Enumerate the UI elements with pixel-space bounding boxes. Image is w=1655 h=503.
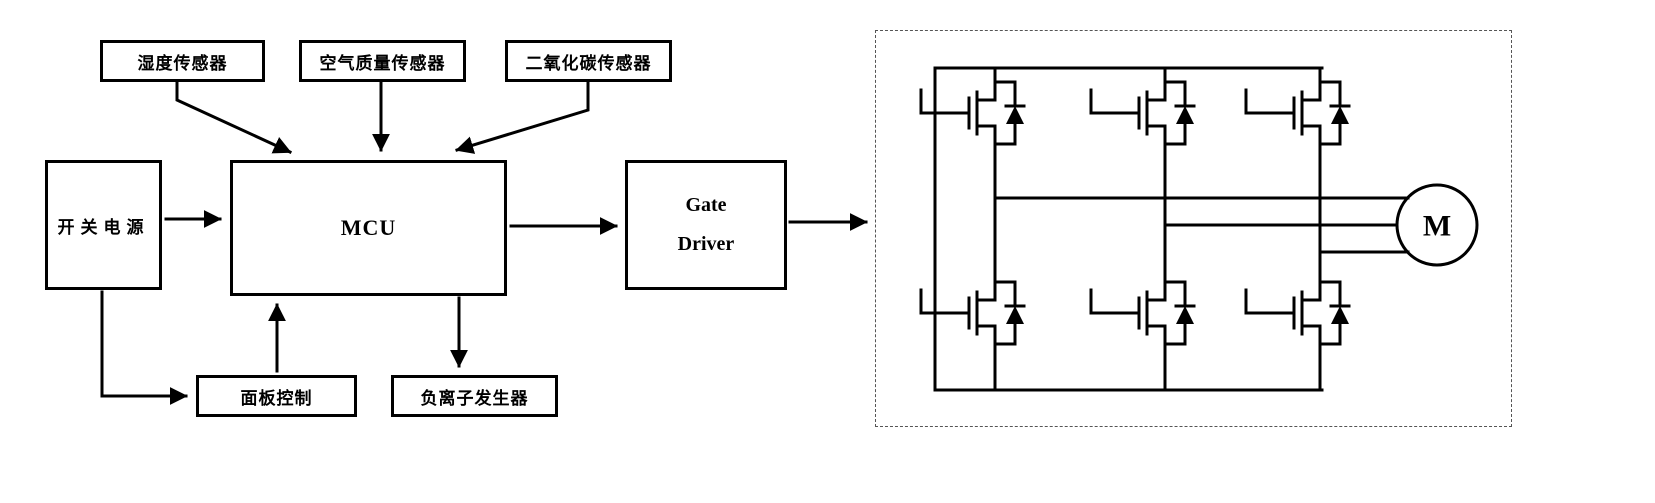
motor-label: M <box>1423 210 1451 243</box>
mosfet-icon-top-2 <box>1089 66 1196 160</box>
mosfet-icon-bottom-3 <box>1244 266 1351 360</box>
arrow-humidity-to-mcu <box>175 80 292 154</box>
co2-sensor-label: 二氧化碳传感器 <box>525 53 652 73</box>
panel-control-label: 面板控制 <box>240 388 313 408</box>
air-quality-sensor-label: 空气质量传感器 <box>319 53 446 73</box>
mosfet-icon-bottom-2 <box>1089 266 1196 360</box>
mosfet-icon-top-3 <box>1244 66 1351 160</box>
mcu-box: MCU <box>230 160 507 296</box>
gate-driver-box: Gate Driver <box>625 160 787 290</box>
arrow-co2-to-mcu <box>455 80 590 154</box>
air-quality-sensor-box: 空气质量传感器 <box>299 40 466 82</box>
ion-generator-label: 负离子发生器 <box>420 388 529 408</box>
humidity-sensor-label: 湿度传感器 <box>137 53 228 73</box>
gate-driver-label-line1: Gate <box>685 194 727 216</box>
power-supply-box: 开关电源 <box>45 160 162 290</box>
humidity-sensor-box: 湿度传感器 <box>100 40 265 82</box>
panel-control-box: 面板控制 <box>196 375 357 417</box>
gate-driver-label-line2: Driver <box>677 233 735 255</box>
flow-arrows <box>100 80 868 405</box>
motor-circle <box>1395 183 1479 267</box>
ion-generator-box: 负离子发生器 <box>391 375 558 417</box>
arrow-power-to-panel <box>100 290 188 405</box>
co2-sensor-box: 二氧化碳传感器 <box>505 40 672 82</box>
mcu-label: MCU <box>340 215 397 240</box>
power-supply-label: 开关电源 <box>57 217 150 237</box>
inverter-circuit: M <box>919 66 1479 392</box>
